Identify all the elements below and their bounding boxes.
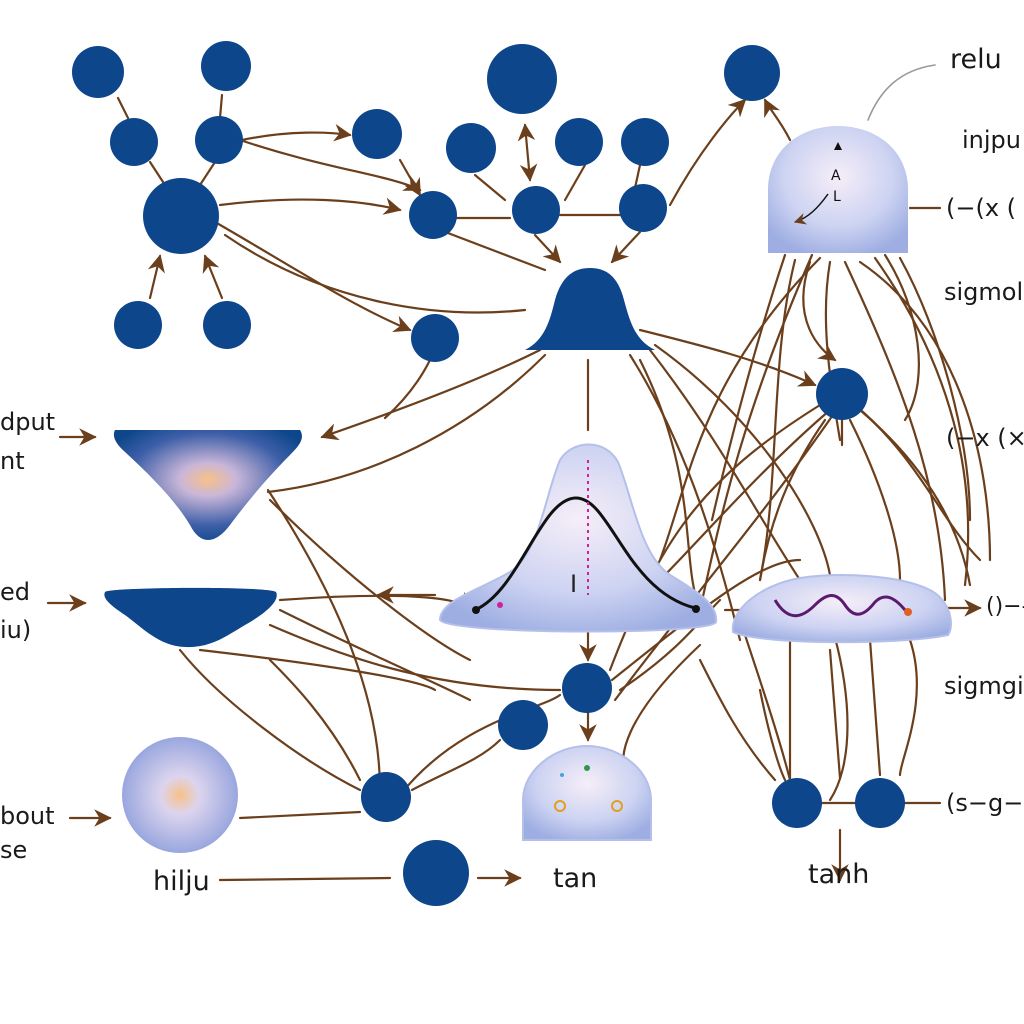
neuron-node [816,368,868,420]
wave-endpoint [904,608,912,616]
hidden-label-line2: iu) [0,616,32,644]
neuron-node [562,663,612,713]
neuron-node [114,301,162,349]
neuron-node [195,116,243,164]
neuron-node [352,109,402,159]
output-label-line1: dput [0,408,56,436]
relu-label: relu [950,44,1002,75]
neuron-node [619,184,667,232]
neuron-node [498,700,548,750]
input-label: injpu [962,126,1021,154]
tan-label: tan [553,863,598,894]
hilju-label: hilju [153,866,210,897]
connection-arrows [46,64,992,887]
gaussian-curve [474,496,696,612]
tanh-label: tanh [808,859,870,890]
neuron-node [201,41,251,91]
sigmoid-bottom-label: sigmgi [944,672,1024,700]
neuron-node [487,44,557,114]
neuron-node [203,301,251,349]
sigmoid-top-label: sigmoli [944,278,1024,306]
neuron-node [621,118,669,166]
bell-layer-dark [525,268,655,350]
hidden-label-line1: ed [0,578,30,606]
formula-bottom-label: (s−g− [946,789,1024,817]
neuron-node [409,191,457,239]
formula-mid-label: (−x (× [946,424,1024,452]
dome-dot [554,800,566,812]
neuron-node [403,840,469,906]
bout-label-line1: bout [0,802,55,830]
svg-text:L: L [833,189,841,205]
neuron-node [555,118,603,166]
output-funnel-layer [113,430,302,540]
input-dome-glyphs: A L [793,142,842,225]
formula-right-label: ()−- [986,594,1024,619]
accent-dot [497,602,503,608]
neuron-node [512,186,560,234]
bell-glyph: I [570,570,577,598]
sine-wave [773,594,907,618]
curve-endpoint [692,605,700,613]
hidden-tray-layer [104,587,277,648]
neuron-node [772,778,822,828]
dome-dot [584,765,590,771]
curve-endpoint [472,606,480,614]
formula-top-label: (−(x ( [946,194,1017,222]
svg-text:A: A [831,168,841,184]
tan-dome-layer [522,744,652,841]
dome-dot [611,800,623,812]
neuron-node [110,118,158,166]
neuron-node [446,123,496,173]
dome-dot [560,773,564,777]
bias-bubble [122,737,238,853]
neuron-node-large [143,178,219,254]
neuron-node [411,314,459,362]
neuron-node [361,772,411,822]
activation-tray-layer [731,574,952,644]
neuron-node [855,778,905,828]
neuron-node [72,46,124,98]
output-label-line2: nt [0,447,25,475]
neuron-node [724,45,780,101]
bout-label-line2: se [0,836,28,864]
